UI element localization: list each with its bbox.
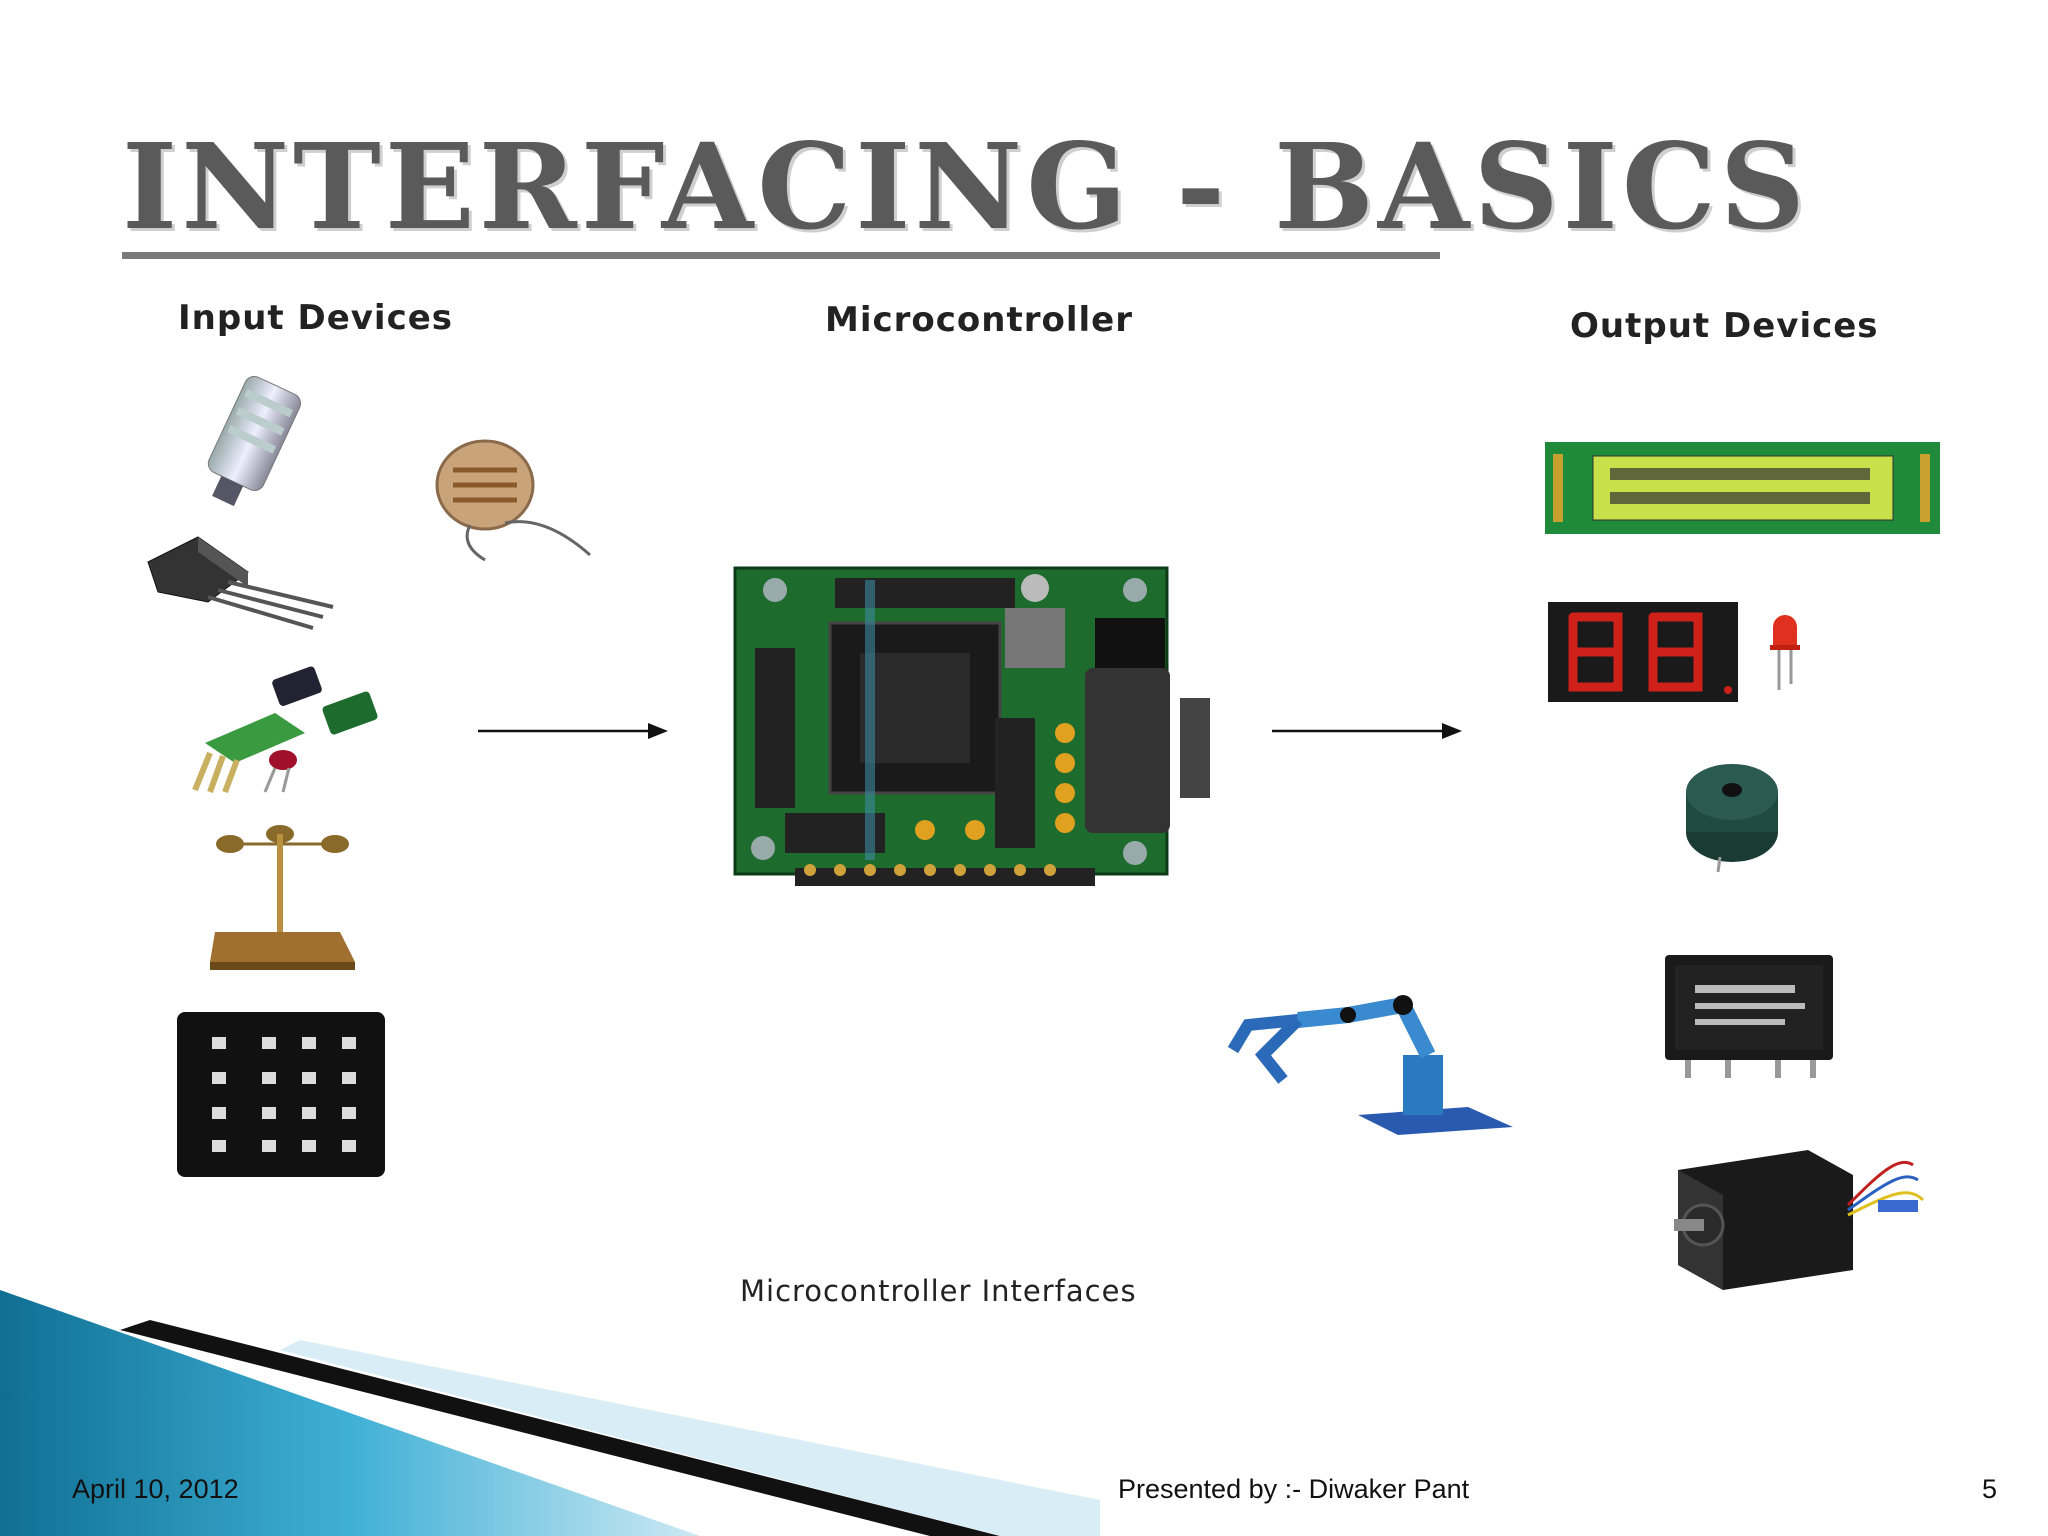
stepper-motor-icon xyxy=(1674,1150,1925,1290)
input-devices-label: Input Devices xyxy=(178,298,454,338)
output-devices-label: Output Devices xyxy=(1570,306,1879,346)
footer-date: April 10, 2012 xyxy=(72,1474,239,1504)
buzzer-icon xyxy=(1686,764,1778,873)
robotic-arm-icon xyxy=(1227,995,1513,1135)
arrow-input-to-micro xyxy=(478,723,668,739)
ldr-sensor-icon xyxy=(435,439,591,562)
relay-icon xyxy=(1665,955,1833,1078)
footer-presenter: Presented by :- Diwaker Pant xyxy=(1118,1474,1470,1504)
temperature-sensor-icon xyxy=(147,536,334,630)
anemometer-icon xyxy=(210,825,355,970)
led-icon xyxy=(1770,615,1800,690)
title-underline xyxy=(122,252,1440,259)
footer-page-number: 5 xyxy=(1982,1474,1998,1504)
lcd-display-icon xyxy=(1545,442,1940,534)
slide-title: INTERFACING - BASICS xyxy=(122,117,1810,256)
humidity-sensor-icon xyxy=(192,666,378,794)
microcontroller-label: Microcontroller xyxy=(825,300,1134,340)
seven-segment-display-icon xyxy=(1548,602,1738,702)
arrow-micro-to-output xyxy=(1272,723,1462,739)
pressure-sensor-icon xyxy=(207,376,302,507)
decorative-banner xyxy=(0,1290,1100,1536)
microcontroller-board-icon xyxy=(733,566,1210,886)
keypad-icon xyxy=(177,1012,385,1177)
diagram-caption: Microcontroller Interfaces xyxy=(740,1274,1137,1308)
